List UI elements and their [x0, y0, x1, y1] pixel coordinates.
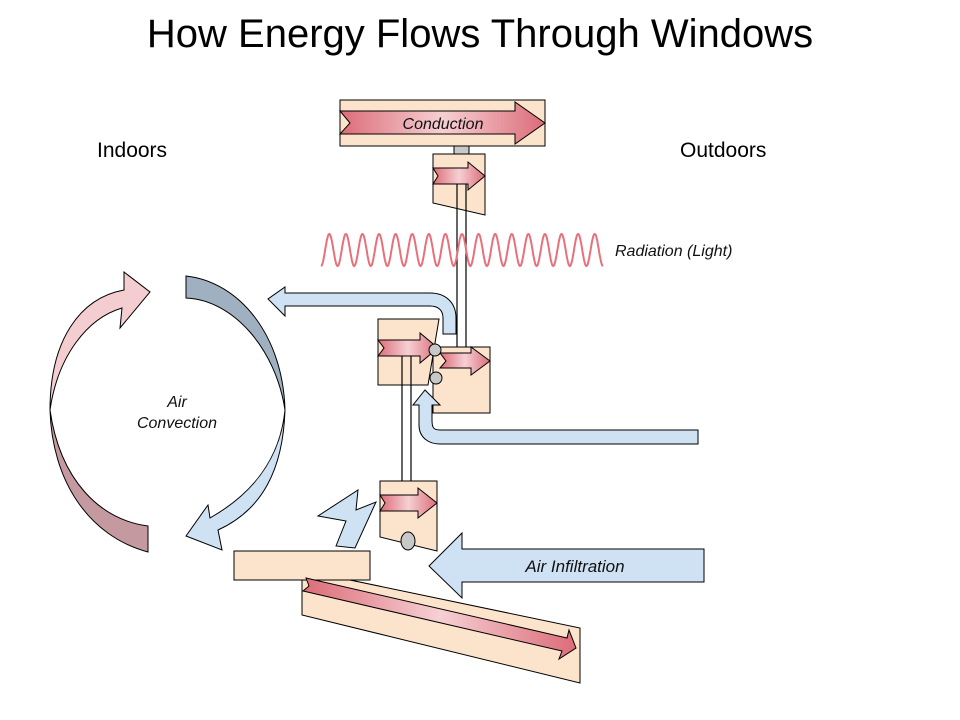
conduction-arrow	[338, 101, 546, 145]
cool-air-falling-arrow	[185, 409, 286, 551]
interior-stool	[233, 550, 371, 581]
air-infiltration-arrow: Air Infiltration	[428, 531, 705, 600]
indoors-label: Indoors	[97, 139, 168, 162]
meeting-rail-seal-1	[428, 343, 442, 357]
lower-sash-heat-arrow	[379, 486, 438, 520]
meeting-rail-heat-arrow-1	[377, 331, 439, 365]
warm-air-rising-arrow	[49, 270, 151, 411]
meeting-rail-heat-arrow-2	[438, 346, 491, 376]
cooled-air-return	[49, 409, 149, 553]
air-infiltration-arrow-shape	[428, 531, 705, 600]
conduction-label: Conduction	[403, 116, 484, 133]
top-frame: Conduction	[338, 99, 546, 147]
outdoors-label: Outdoors	[680, 139, 767, 162]
air-leak-in-arrow	[411, 389, 699, 445]
sill-heat-arrow	[301, 577, 577, 661]
diagram-title: How Energy Flows Through Windows	[146, 12, 814, 56]
air-flow-down-top	[185, 275, 286, 411]
light-wave-icon	[320, 232, 604, 268]
bottom-seal	[400, 531, 416, 551]
air-infiltration-label: Air Infiltration	[524, 557, 624, 576]
air-into-room-arrow	[316, 489, 377, 549]
upper-sash-heat-arrow	[432, 160, 486, 192]
radiation-label: Radiation (Light)	[615, 243, 732, 260]
air-convection-loop: Air Convection	[49, 270, 286, 553]
meeting-rail-seal-2	[429, 371, 443, 385]
air-convection-label-line1: Air	[166, 394, 187, 411]
air-convection-label-line2: Convection	[137, 415, 217, 432]
air-leak-out-arrow	[267, 286, 457, 335]
